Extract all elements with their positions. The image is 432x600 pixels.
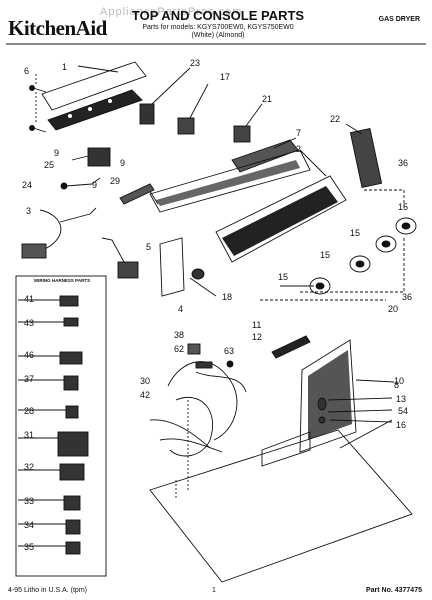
bracket-23 [139,103,155,125]
callout-1: 1 [62,62,67,72]
nut-18 [191,268,205,280]
callout-15c: 15 [320,250,330,260]
callout-15a: 15 [398,202,408,212]
console-back-10 [299,339,357,453]
callout-9a: 9 [54,148,59,158]
brand-logo: KitchenAid [8,16,107,40]
callout-11: 11 [252,320,261,330]
wire-24 [65,177,101,187]
callout-18: 18 [222,292,232,302]
screws-6 [29,85,47,133]
callout-46: 46 [24,350,34,360]
callout-12: 12 [252,332,262,342]
callout-numbers: 1 2 3 4 5 6 7 8 9 9 9 10 10 11 12 13 15 … [22,58,412,552]
console-front [215,175,347,263]
callout-31: 31 [24,430,34,440]
control-panel-back [41,61,147,111]
wiring-harness-box [15,275,107,577]
wiring-harness-title: WIRING HARNESS PARTS [33,278,91,283]
block-5 [117,261,139,279]
panel-back-shade [47,89,143,131]
fastener-63 [226,360,234,368]
callout-10-label: 10 [394,376,404,386]
top-panel-16 [149,429,413,583]
console-frame [149,149,311,213]
watermark: AppliancePartsPros.com [100,6,243,18]
callout-9c: 9 [92,180,97,190]
callout-20: 20 [388,304,398,314]
page-title: TOP AND CONSOLE PARTS [131,8,305,23]
callout-62: 62 [174,344,184,354]
base-tray [261,431,311,467]
footer-litho: 4-95 Litho in U.S.A. (tpm) [8,587,87,594]
callout-2: 2 [296,144,301,154]
footer-part-number: Part No. 4377475 [365,587,422,594]
callout-54: 54 [398,406,408,416]
callout-28: 28 [24,406,34,416]
callout-43: 43 [24,318,34,328]
rail-29 [119,183,155,205]
callout-7: 7 [296,128,301,138]
callout-25: 25 [44,160,54,170]
callout-22: 22 [330,114,340,124]
callout-29: 29 [110,176,120,186]
callout-41: 41 [24,294,34,304]
switch-21 [233,125,251,143]
control-22 [349,127,383,189]
callout-5: 5 [146,242,151,252]
callout-15b: 15 [350,228,360,238]
callout-32: 32 [24,462,34,472]
switch-17 [177,117,195,135]
model-line-2: (White) (Almond) [191,32,245,39]
callout-21: 21 [262,94,272,104]
timer-25 [87,147,111,167]
callout-9b: 9 [120,158,125,168]
knobs-15 [309,217,417,295]
callout-15d: 15 [278,272,288,282]
callout-36b: 36 [402,292,412,302]
callout-17: 17 [220,72,230,82]
callout-24: 24 [22,180,32,190]
wiring-harness-parts [57,295,89,555]
callout-38: 38 [174,330,184,340]
callout-33: 33 [24,496,34,506]
footer-page-number: 1 [212,587,216,594]
callout-23: 23 [190,58,200,68]
callout-3: 3 [26,206,31,216]
callout-37: 37 [24,374,34,384]
callout-35: 35 [24,542,34,552]
callout-34: 34 [24,520,34,530]
panel-11 [271,335,311,359]
callout-63: 63 [224,346,234,356]
callout-42: 42 [140,390,150,400]
callout-36a: 36 [398,158,408,168]
callout-8: 8 [394,380,399,390]
model-line-1: Parts for models: KGYS700EW0, KGYS750EW0 [142,24,294,31]
main-wire-harness [149,361,247,457]
callout-4: 4 [178,304,183,314]
callout-13: 13 [396,394,406,404]
box-4 [159,237,185,297]
callout-6: 6 [24,66,29,76]
dryer-type: GAS DRYER [378,16,420,23]
model-list: Parts for models: KGYS700EW0, KGYS750EW0… [120,24,316,40]
callout-30: 30 [140,376,150,386]
callout-16: 16 [396,420,406,430]
